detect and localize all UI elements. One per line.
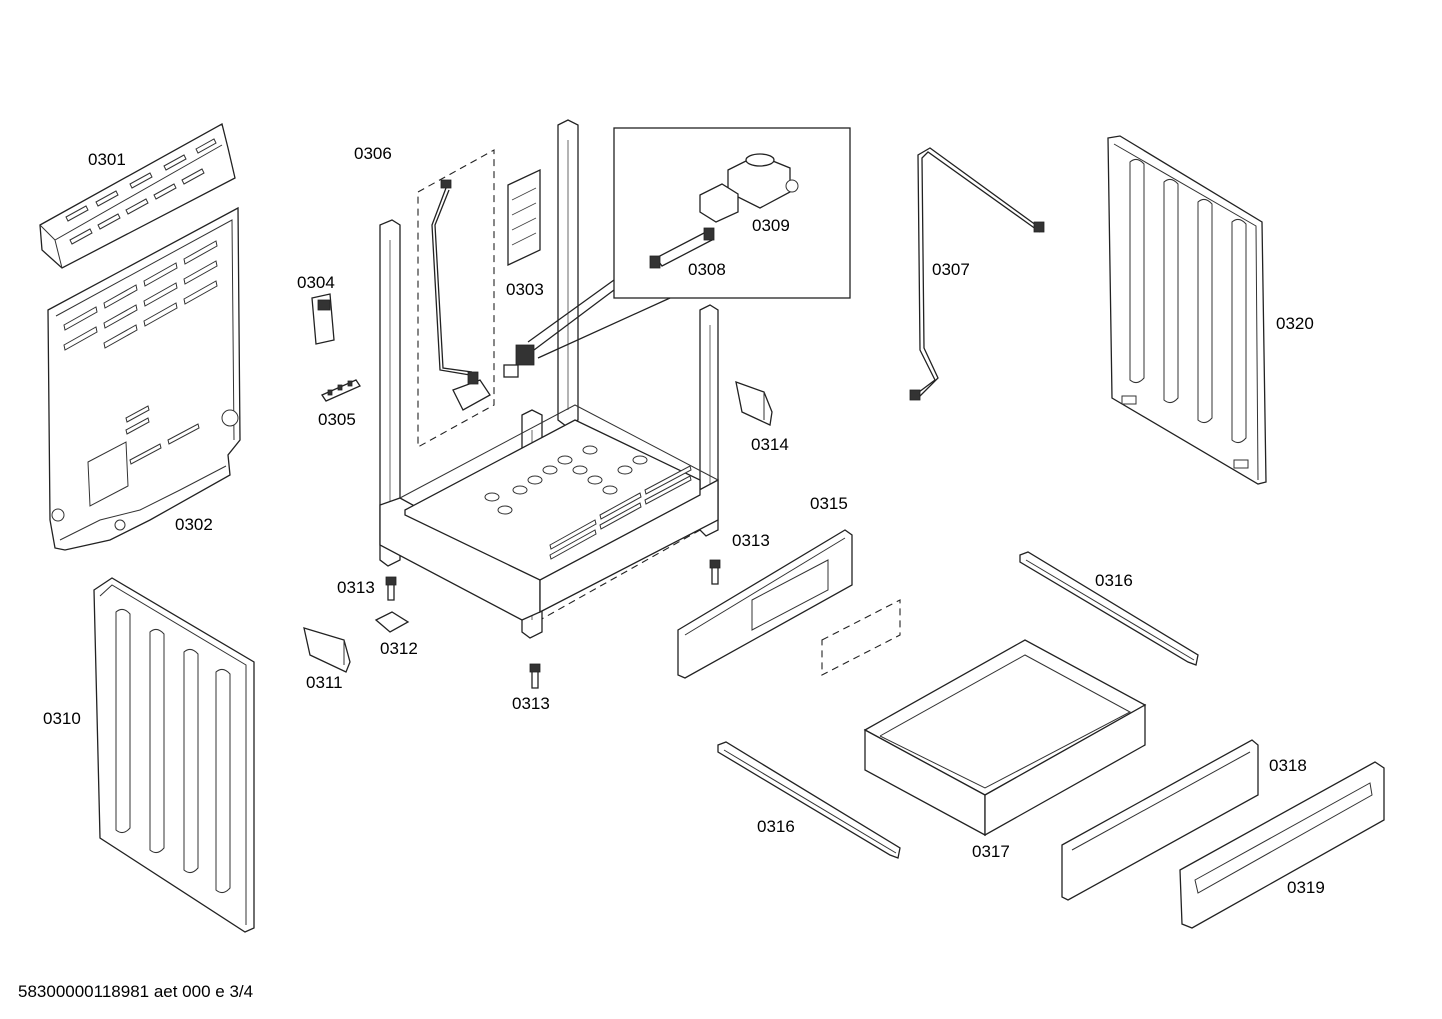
part-0310-drawing bbox=[93, 577, 255, 933]
part-0306-drawing bbox=[417, 149, 495, 448]
part-0316-lower-drawing bbox=[717, 741, 901, 859]
screw-0313-b-drawing bbox=[709, 559, 721, 585]
part-label-0301: 0301 bbox=[88, 150, 126, 169]
part-label-0304: 0304 bbox=[297, 273, 335, 292]
document-id: 58300000118981 aet 000 e 3/4 bbox=[18, 982, 253, 1001]
screw-0313-c-drawing bbox=[529, 663, 541, 689]
part-label-0315: 0315 bbox=[810, 494, 848, 513]
valve-callout-drawing bbox=[503, 127, 851, 378]
part-0303-drawing bbox=[507, 168, 541, 267]
part-0307-drawing bbox=[909, 147, 1045, 401]
part-0318-drawing bbox=[1061, 739, 1259, 901]
part-label-0319: 0319 bbox=[1287, 878, 1325, 897]
part-0302-drawing bbox=[47, 206, 241, 551]
part-label-0303: 0303 bbox=[506, 280, 544, 299]
part-0311-drawing bbox=[303, 627, 351, 673]
part-0309-drawing bbox=[699, 153, 799, 223]
part-label-0313-b: 0313 bbox=[732, 531, 770, 550]
part-label-0309: 0309 bbox=[752, 216, 790, 235]
frame-assembly-drawing bbox=[379, 119, 719, 639]
part-label-0317: 0317 bbox=[972, 842, 1010, 861]
part-label-0318: 0318 bbox=[1269, 756, 1307, 775]
part-label-0314: 0314 bbox=[751, 435, 789, 454]
part-0304-drawing bbox=[311, 293, 335, 345]
part-0319-drawing bbox=[1179, 761, 1385, 929]
part-0316-upper-drawing bbox=[1019, 551, 1199, 666]
part-label-0310: 0310 bbox=[43, 709, 81, 728]
part-label-0302: 0302 bbox=[175, 515, 213, 534]
part-0308-drawing bbox=[649, 227, 715, 269]
part-label-0308: 0308 bbox=[688, 260, 726, 279]
part-label-0311: 0311 bbox=[306, 673, 343, 692]
part-label-0316-lower: 0316 bbox=[757, 817, 795, 836]
part-label-0306: 0306 bbox=[354, 144, 392, 163]
part-label-0305: 0305 bbox=[318, 410, 356, 429]
part-0320-drawing bbox=[1107, 135, 1267, 485]
part-label-0320: 0320 bbox=[1276, 314, 1314, 333]
part-label-0313-a: 0313 bbox=[337, 578, 375, 597]
part-label-0313-c: 0313 bbox=[512, 694, 550, 713]
part-0305-drawing bbox=[321, 379, 361, 402]
screw-0313-a-drawing bbox=[385, 576, 397, 601]
part-0315-drawing bbox=[677, 529, 853, 679]
part-label-0316-upper: 0316 bbox=[1095, 571, 1133, 590]
part-label-0312: 0312 bbox=[380, 639, 418, 658]
part-0312-drawing bbox=[374, 611, 410, 633]
part-0314-drawing bbox=[735, 381, 773, 426]
part-0317-drawing bbox=[863, 639, 1147, 837]
label-plate-drawing bbox=[821, 599, 901, 676]
part-0301-drawing bbox=[39, 123, 236, 269]
part-label-0307: 0307 bbox=[932, 260, 970, 279]
